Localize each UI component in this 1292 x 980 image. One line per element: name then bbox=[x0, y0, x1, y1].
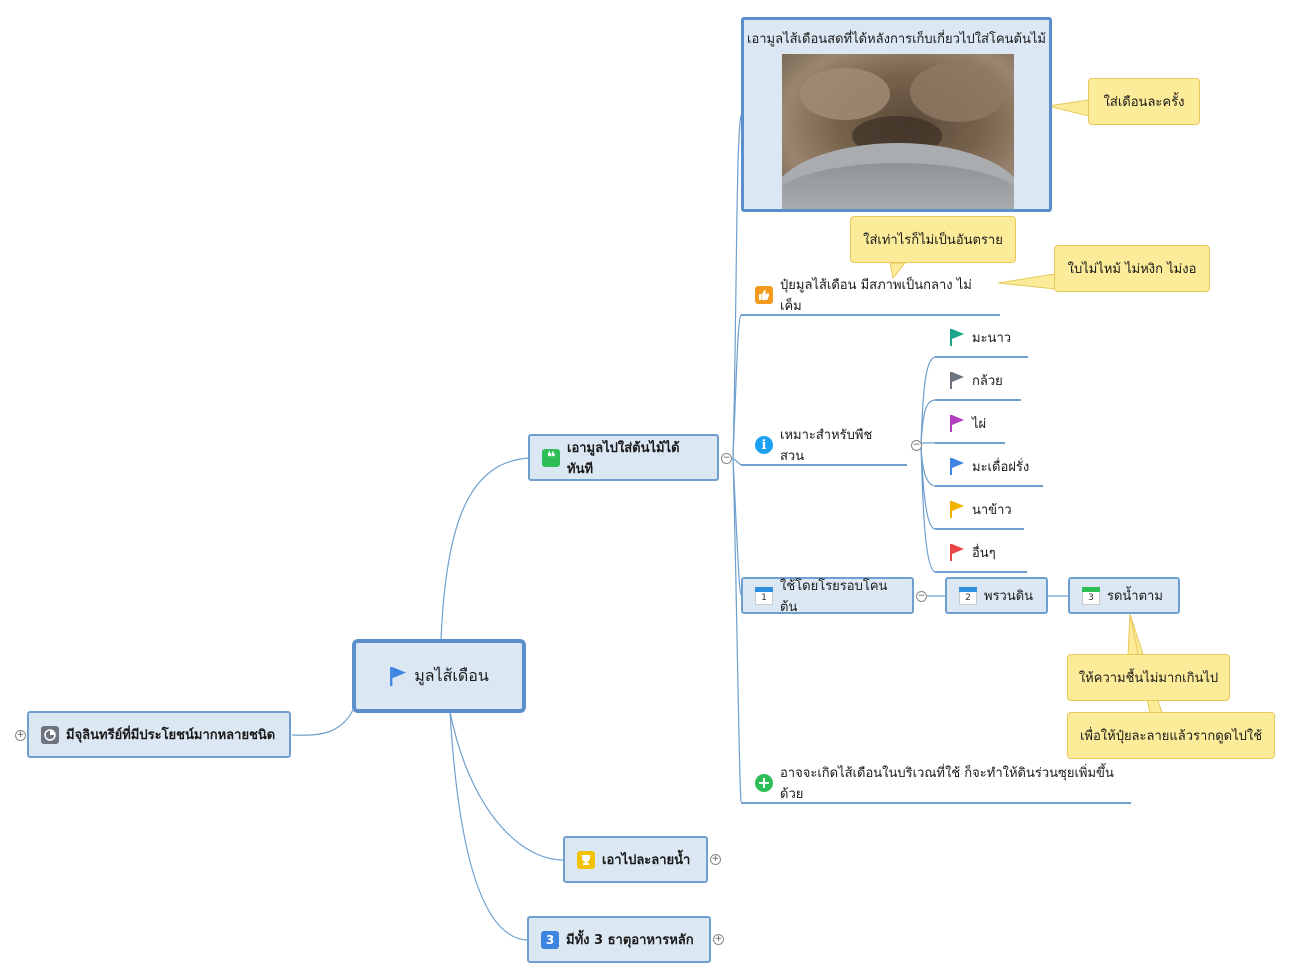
topic-dissolve-in-water-label: เอาไปละลายน้ำ bbox=[602, 853, 691, 868]
blue-flag-icon bbox=[950, 458, 964, 475]
trophy-icon bbox=[577, 850, 595, 869]
gray-flag-icon bbox=[950, 372, 964, 389]
plant-bamboo-label: ไผ่ bbox=[972, 416, 987, 432]
plant-fig[interactable]: มะเดื่อฝรั่ง bbox=[935, 447, 1043, 487]
expand-toggle-nutrients[interactable]: + bbox=[713, 934, 724, 945]
pie-chart-icon bbox=[41, 725, 59, 744]
collapse-toggle-apply[interactable]: − bbox=[721, 453, 732, 464]
topic-beneficial-microbes-label: มีจุลินทรีย์ที่มีประโยชน์มากหลายชนิด bbox=[66, 728, 276, 743]
plant-lime[interactable]: มะนาว bbox=[935, 318, 1028, 358]
callout-harmless: ใส่เท่าไรก็ไม่เป็นอันตราย bbox=[850, 216, 1016, 263]
central-topic-label: มูลไส้เดือน bbox=[414, 665, 489, 685]
topic-three-nutrients-label: มีทั้ง 3 ธาตุอาหารหลัก bbox=[566, 933, 694, 948]
subtopic-earthworms-appear[interactable]: + อาจจะเกิดไส้เดือนในบริเวณที่ใช้ ก็จะทำ… bbox=[741, 764, 1131, 804]
subtopic-suitable-for-gardens[interactable]: i เหมาะสำหรับพืชสวน bbox=[741, 426, 907, 466]
plant-fig-label: มะเดื่อฝรั่ง bbox=[972, 459, 1030, 475]
plant-rice-field-label: นาข้าว bbox=[972, 502, 1012, 518]
subtopic-loosen-soil[interactable]: 2 พรวนดิน bbox=[945, 577, 1048, 614]
central-topic[interactable]: มูลไส้เดือน bbox=[352, 639, 526, 713]
topic-beneficial-microbes[interactable]: มีจุลินทรีย์ที่มีประโยชน์มากหลายชนิด bbox=[27, 711, 291, 758]
plant-others[interactable]: อื่นๆ bbox=[935, 533, 1027, 573]
plant-bamboo[interactable]: ไผ่ bbox=[935, 404, 1005, 444]
image-topic-caption: เอามูลไส้เดือนสดที่ได้หลังการเก็บเกี่ยวไ… bbox=[747, 32, 1046, 47]
plant-banana-label: กล้วย bbox=[972, 373, 1003, 389]
topic-dissolve-in-water[interactable]: เอาไปละลายน้ำ bbox=[563, 836, 708, 883]
expand-toggle-dissolve[interactable]: + bbox=[710, 854, 721, 865]
yellow-flag-icon bbox=[950, 501, 964, 518]
number-3-icon: 3 bbox=[541, 930, 559, 949]
callout-leaves-not-burnt: ใบไม่ไหม้ ไม่หงิก ไม่งอ bbox=[1054, 245, 1210, 292]
callout-roots-absorb: เพื่อให้ปุ๋ยละลายแล้วรากดูดไปใช้ bbox=[1067, 712, 1275, 759]
red-flag-icon bbox=[950, 544, 964, 561]
collapse-toggle-suitable[interactable]: − bbox=[911, 440, 922, 451]
topic-three-nutrients[interactable]: 3 มีทั้ง 3 ธาตุอาหารหลัก bbox=[527, 916, 711, 963]
expand-toggle-microbes[interactable]: + bbox=[15, 730, 26, 741]
soil-photo bbox=[782, 54, 1014, 209]
topic-apply-to-plants[interactable]: ❝ เอามูลไปใส่ต้นไม้ได้ทันที bbox=[528, 434, 719, 481]
subtopic-earthworms-appear-label: อาจจะเกิดไส้เดือนในบริเวณที่ใช้ ก็จะทำให… bbox=[780, 766, 1114, 802]
calendar-3-icon: 3 bbox=[1082, 586, 1100, 605]
blue-flag-icon bbox=[390, 667, 407, 687]
subtopic-neutral-ph[interactable]: ปุ๋ยมูลไส้เดือน มีสภาพเป็นกลาง ไม่เค็ม bbox=[741, 276, 1000, 316]
thumbs-up-icon bbox=[755, 286, 773, 304]
subtopic-water-after-label: รดน้ำตาม bbox=[1107, 589, 1163, 604]
calendar-1-icon: 1 bbox=[755, 586, 773, 605]
subtopic-loosen-soil-label: พรวนดิน bbox=[984, 589, 1034, 604]
subtopic-spread-around-base-label: ใช้โดยโรยรอบโคนต้น bbox=[780, 578, 888, 615]
calendar-2-icon: 2 bbox=[959, 586, 977, 605]
plant-others-label: อื่นๆ bbox=[972, 545, 996, 561]
plant-lime-label: มะนาว bbox=[972, 330, 1012, 346]
subtopic-water-after[interactable]: 3 รดน้ำตาม bbox=[1068, 577, 1180, 614]
plant-rice-field[interactable]: นาข้าว bbox=[935, 490, 1024, 530]
topic-apply-to-plants-label: เอามูลไปใส่ต้นไม้ได้ทันที bbox=[567, 440, 680, 477]
subtopic-suitable-for-gardens-label: เหมาะสำหรับพืชสวน bbox=[780, 428, 873, 464]
purple-flag-icon bbox=[950, 415, 964, 432]
subtopic-spread-around-base[interactable]: 1 ใช้โดยโรยรอบโคนต้น bbox=[741, 577, 914, 615]
quote-icon: ❝ bbox=[542, 448, 560, 467]
plus-circle-icon: + bbox=[755, 774, 773, 792]
image-topic-fresh-manure[interactable]: เอามูลไส้เดือนสดที่ได้หลังการเก็บเกี่ยวไ… bbox=[741, 17, 1052, 212]
collapse-toggle-spread[interactable]: − bbox=[916, 591, 927, 602]
callout-moderate-moisture: ให้ความชื้นไม่มากเกินไป bbox=[1067, 654, 1230, 701]
callout-once-a-month: ใส่เดือนละครั้ง bbox=[1088, 78, 1200, 125]
info-icon: i bbox=[755, 436, 773, 454]
teal-flag-icon bbox=[950, 329, 964, 346]
plant-banana[interactable]: กล้วย bbox=[935, 361, 1021, 401]
subtopic-neutral-ph-label: ปุ๋ยมูลไส้เดือน มีสภาพเป็นกลาง ไม่เค็ม bbox=[780, 278, 972, 314]
